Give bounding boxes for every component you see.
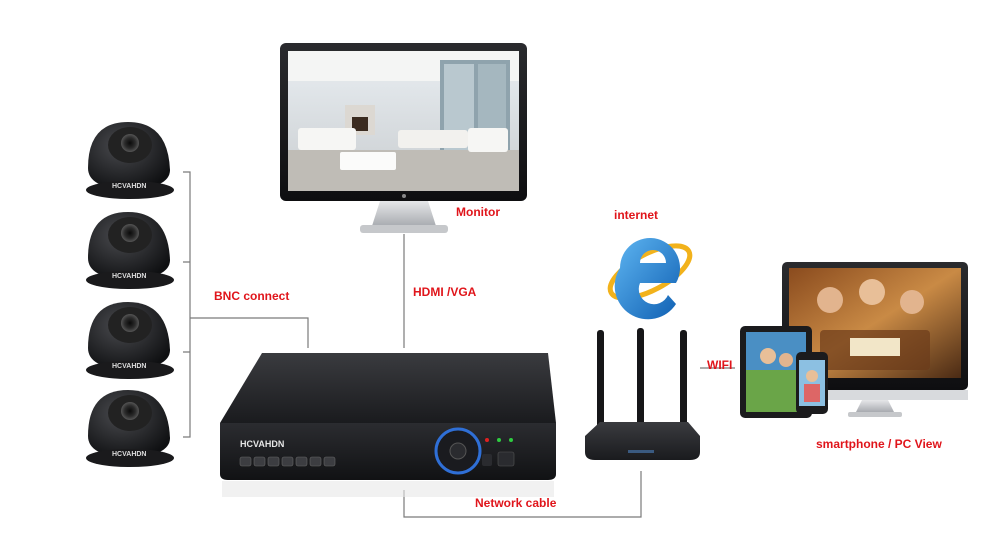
smartphone-icon [796,352,828,414]
dome-camera-icon: HCVAHDN [86,212,174,289]
camera-brand-label: HCVAHDN [112,451,146,458]
camera-brand-label: HCVAHDN [112,273,146,280]
dome-camera-icon: HCVAHDN [86,122,174,199]
dvr-icon: HCVAHDN [220,353,556,497]
monitor-label: Monitor [456,205,500,219]
internet-label: internet [614,208,659,222]
network-cable-line [403,471,642,518]
network-cable-label: Network cable [475,496,557,510]
hdmi-vga-label: HDMI /VGA [413,285,477,299]
wifi-label: WIFI [707,358,733,372]
dome-camera-icon: HCVAHDN [86,302,174,379]
bnc-connect-label: BNC connect [214,289,290,303]
camera-group: HCVAHDN HCVAHDN HCVAHDN HCVAHDN [86,122,174,467]
connection-lines [183,171,735,518]
internet-explorer-icon [607,238,693,320]
dvr-brand-label: HCVAHDN [240,439,284,449]
camera-brand-label: HCVAHDN [112,183,146,190]
router-icon [585,328,700,460]
bnc-bracket-line [183,171,191,438]
dvr-buttons [239,456,336,467]
monitor-icon [280,43,527,233]
smartphone-pc-view-label: smartphone / PC View [816,437,942,451]
camera-brand-label: HCVAHDN [112,363,146,370]
dome-camera-icon: HCVAHDN [86,390,174,467]
bnc-link-line [190,317,309,348]
